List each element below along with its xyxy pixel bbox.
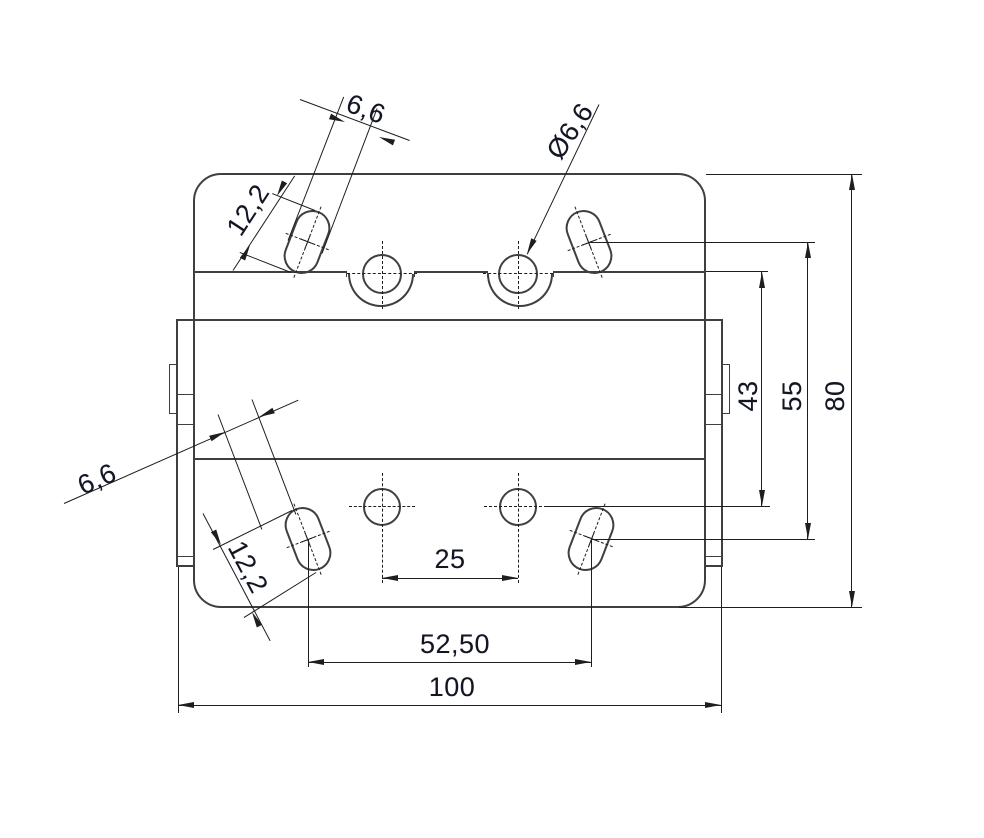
part-body-outline <box>193 173 706 608</box>
extension-line <box>706 271 768 272</box>
tab-left-divider <box>176 556 195 557</box>
centerline <box>518 241 519 309</box>
tab-right-divider <box>704 424 723 425</box>
arrowhead-icon <box>705 701 721 708</box>
arrowhead-icon <box>502 574 518 581</box>
dim-43-label: 43 <box>733 380 763 412</box>
dim-43-line <box>761 272 762 506</box>
dim-80-label: 80 <box>820 380 850 412</box>
extension-line <box>177 567 179 713</box>
relief-notch <box>414 271 415 277</box>
dim-100-label: 100 <box>428 672 476 702</box>
relief-notch <box>553 271 554 277</box>
dim-5250-line <box>308 661 591 663</box>
centerline <box>382 241 383 309</box>
centerline <box>483 273 553 274</box>
centerline <box>484 506 552 507</box>
relief-notch <box>346 271 347 277</box>
arrowhead-icon <box>575 658 591 665</box>
fold-line-middle-top <box>176 319 723 321</box>
fold-line-top-seg3 <box>553 271 705 273</box>
extension-line <box>307 539 309 667</box>
dim-dia-label: Ø6,6 <box>540 97 600 165</box>
tab-right-divider <box>704 556 723 557</box>
dim-55-line <box>807 242 808 539</box>
arrowhead-icon <box>758 489 765 506</box>
arrowhead-icon <box>848 173 855 190</box>
tab-left-divider <box>176 394 195 395</box>
fold-line-top-seg1 <box>194 271 346 273</box>
hinge-ear-right <box>721 364 730 414</box>
arrowhead-icon <box>804 241 811 258</box>
arrowhead-icon <box>249 610 263 628</box>
arrowhead-icon <box>377 133 396 146</box>
arrowhead-icon <box>308 658 324 665</box>
extension-line <box>591 538 815 540</box>
dim-left-66-label: 6,6 <box>73 457 121 501</box>
hinge-tab-left <box>176 319 195 567</box>
extension-line <box>679 606 862 608</box>
dim-top-66-label: 6,6 <box>342 88 390 130</box>
extension-line <box>590 539 592 667</box>
dim-5250-label: 52,50 <box>419 629 491 659</box>
hinge-ear-left <box>169 364 178 414</box>
arrowhead-icon <box>382 574 398 581</box>
dim-25-label: 25 <box>434 544 466 574</box>
arrowhead-icon <box>758 271 765 288</box>
centerline <box>349 506 415 507</box>
centerline <box>382 473 383 583</box>
extension-line <box>721 567 722 713</box>
centerline <box>347 273 417 274</box>
extension-line <box>545 505 770 507</box>
arrowhead-icon <box>848 590 855 607</box>
fold-line-top-seg2 <box>414 271 487 273</box>
arrowhead-icon <box>178 701 194 708</box>
dim-25-line <box>382 577 518 579</box>
centerline <box>518 473 519 583</box>
fold-line-middle-bottom <box>194 458 705 460</box>
hinge-tab-right <box>704 319 723 567</box>
tab-right-divider <box>704 394 723 395</box>
extension-line <box>589 241 815 243</box>
arrowhead-icon <box>804 522 811 539</box>
dim-80-line <box>851 174 852 607</box>
tab-left-divider <box>176 424 195 425</box>
dim-100-line <box>178 704 721 706</box>
extension-line <box>706 173 862 175</box>
dim-55-label: 55 <box>777 380 807 412</box>
